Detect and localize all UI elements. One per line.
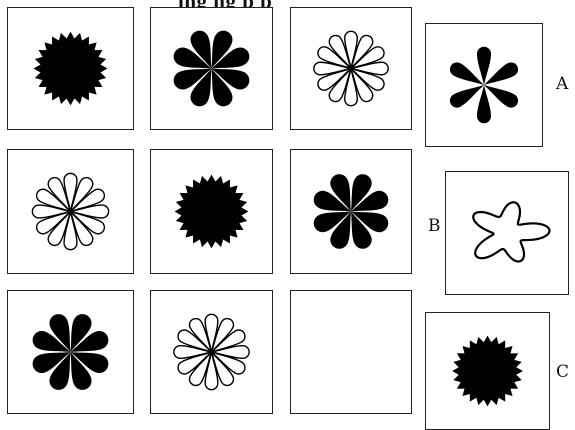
sunburst-shape bbox=[34, 32, 108, 106]
flower-12-petal-outline-shape bbox=[32, 173, 108, 249]
grid-cell-r1c2[interactable] bbox=[150, 7, 273, 130]
sunburst-shape bbox=[452, 336, 523, 407]
sunburst-shape bbox=[175, 175, 249, 249]
grid-cell-r3c1[interactable] bbox=[7, 290, 134, 414]
option-box-a[interactable] bbox=[425, 23, 543, 147]
flower-6-petal-shape bbox=[447, 47, 520, 124]
option-box-c[interactable] bbox=[425, 312, 550, 430]
grid-cell-r1c3[interactable] bbox=[290, 7, 412, 130]
grid-cell-r1c1[interactable] bbox=[7, 7, 134, 130]
option-box-b[interactable] bbox=[445, 171, 569, 295]
grid-cell-r3c3-blank[interactable] bbox=[290, 290, 412, 414]
flower-8-petal-shape bbox=[311, 171, 391, 251]
grid-cell-r2c2[interactable] bbox=[150, 149, 273, 274]
option-label-a: A bbox=[556, 76, 568, 93]
flower-8-petal-shape bbox=[171, 28, 252, 109]
grid-cell-r2c3[interactable] bbox=[290, 149, 412, 274]
flower-8-petal-shape bbox=[30, 311, 111, 392]
grid-cell-r3c2[interactable] bbox=[150, 290, 273, 414]
grid-cell-r2c1[interactable] bbox=[7, 149, 134, 274]
option-label-b: B bbox=[428, 218, 441, 235]
five-lobed-blob-outline-shape bbox=[473, 202, 549, 261]
option-label-c: C bbox=[556, 364, 569, 381]
flower-12-petal-outline-shape bbox=[174, 314, 249, 389]
flower-12-petal-outline-shape bbox=[314, 31, 388, 105]
